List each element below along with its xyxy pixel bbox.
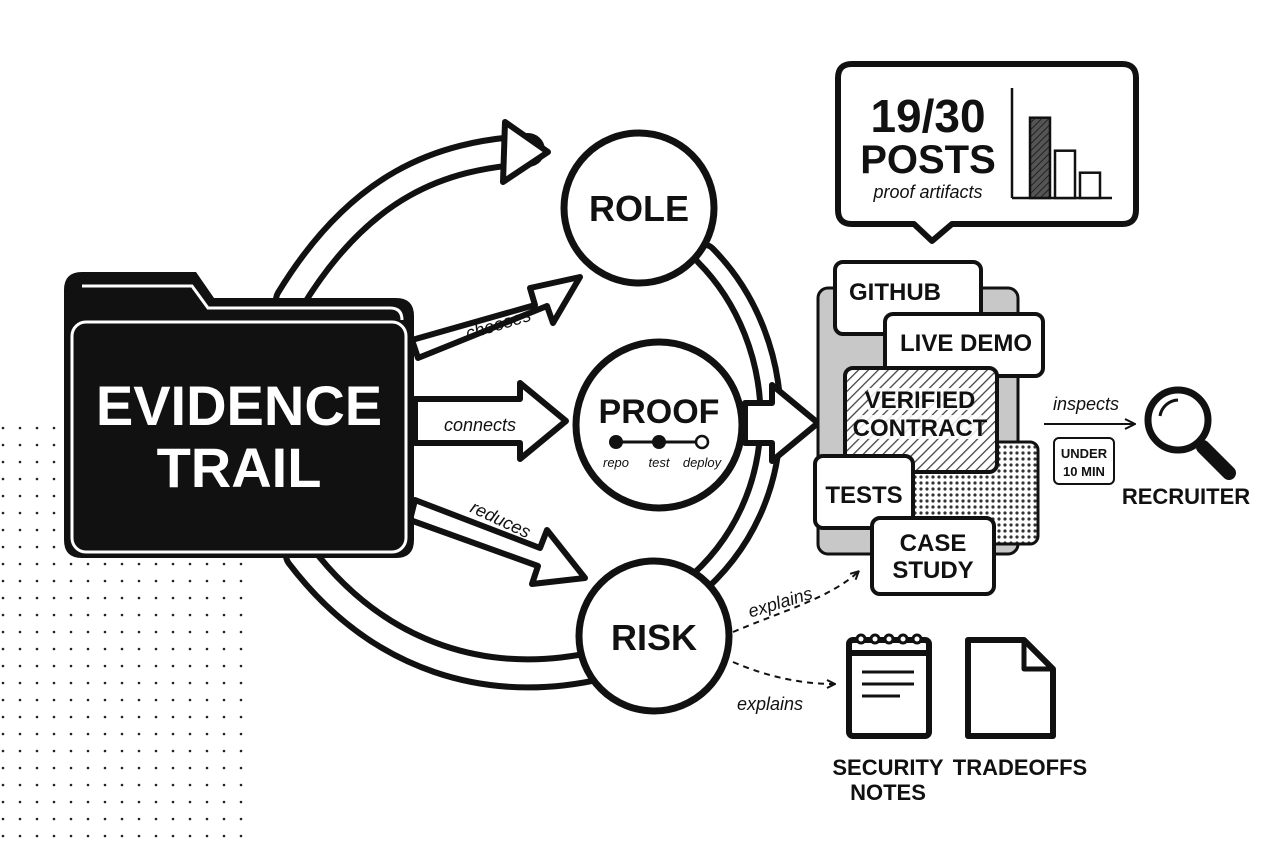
loop-arrow-bottom [283, 538, 617, 691]
verb-chooses: chooses [463, 305, 533, 344]
stat-caption: proof artifacts [872, 182, 982, 202]
mini-bar-2 [1053, 149, 1077, 200]
stat-count: 19/30 [870, 90, 985, 142]
arrow-reduces [407, 497, 588, 587]
node-risk-label: RISK [611, 617, 697, 658]
card-github-label: GITHUB [849, 279, 941, 306]
card-live-demo: LIVE DEMO [883, 312, 1045, 378]
card-verified-label-1: VERIFIED [865, 387, 976, 414]
arrow-connects [412, 380, 569, 462]
explains-arrows: explains explains [732, 572, 858, 714]
node-proof: PROOF repo test deploy [572, 338, 746, 512]
node-risk: RISK [575, 557, 733, 715]
mini-bar-1 [1028, 116, 1052, 200]
security-label-2: NOTES [850, 780, 926, 805]
document-icon [965, 637, 1056, 739]
stat-unit: POSTS [860, 138, 996, 182]
artifact-stack: GITHUB LIVE DEMO VERIFIED CONTRACT TESTS… [813, 260, 1045, 596]
tradeoffs-label: TRADEOFFS [953, 755, 1087, 780]
pipeline-dot-test [652, 435, 666, 449]
mini-bar-3 [1078, 171, 1102, 200]
security-label-1: SECURITY [832, 755, 944, 780]
recruiter-group: inspects UNDER 10 MIN RECRUITER [1044, 386, 1250, 509]
card-live-demo-label: LIVE DEMO [900, 330, 1032, 357]
security-notes-doc: SECURITY NOTES [832, 633, 944, 805]
card-case-label-1: CASE [900, 530, 967, 557]
arrow-proof-to-artifacts [742, 382, 821, 464]
pipeline-track [609, 434, 710, 450]
node-role-label: ROLE [589, 188, 689, 229]
explains-label-2: explains [737, 694, 803, 714]
stat-bubble: 19/30 POSTS proof artifacts [835, 61, 1139, 244]
inspects-label: inspects [1053, 394, 1119, 414]
magnifier-icon [1144, 386, 1236, 480]
tradeoffs-doc: TRADEOFFS [953, 637, 1087, 780]
evidence-trail-folder: EVIDENCE TRAIL [64, 272, 414, 558]
notepad-icon [846, 633, 932, 739]
arrow-chooses [409, 274, 583, 361]
pipeline-dot-deploy [694, 434, 710, 450]
card-case-label-2: STUDY [892, 557, 973, 584]
card-tests: TESTS [813, 454, 915, 530]
node-proof-label: PROOF [599, 393, 720, 431]
card-case-study: CASE STUDY [870, 516, 996, 596]
time-badge: UNDER 10 MIN [1053, 437, 1115, 485]
node-role: ROLE [560, 129, 718, 287]
folder-title-line2: TRAIL [157, 436, 322, 499]
card-tests-label: TESTS [825, 482, 902, 509]
time-badge-line2: 10 MIN [1063, 464, 1105, 479]
loop-arrow-top [273, 119, 551, 317]
pipeline-label-deploy: deploy [683, 455, 723, 470]
pipeline-label-test: test [649, 455, 671, 470]
card-verified-label-2: CONTRACT [853, 415, 988, 442]
time-badge-line1: UNDER [1061, 446, 1108, 461]
folder-title-line1: EVIDENCE [96, 374, 382, 437]
explains-label-1: explains [746, 583, 815, 621]
verb-connects: connects [444, 415, 516, 435]
stat-mini-chart [1010, 88, 1112, 200]
recruiter-label: RECRUITER [1122, 484, 1250, 509]
pipeline-label-repo: repo [603, 455, 629, 470]
card-verified-contract: VERIFIED CONTRACT [843, 366, 999, 474]
pipeline-dot-repo [609, 435, 623, 449]
